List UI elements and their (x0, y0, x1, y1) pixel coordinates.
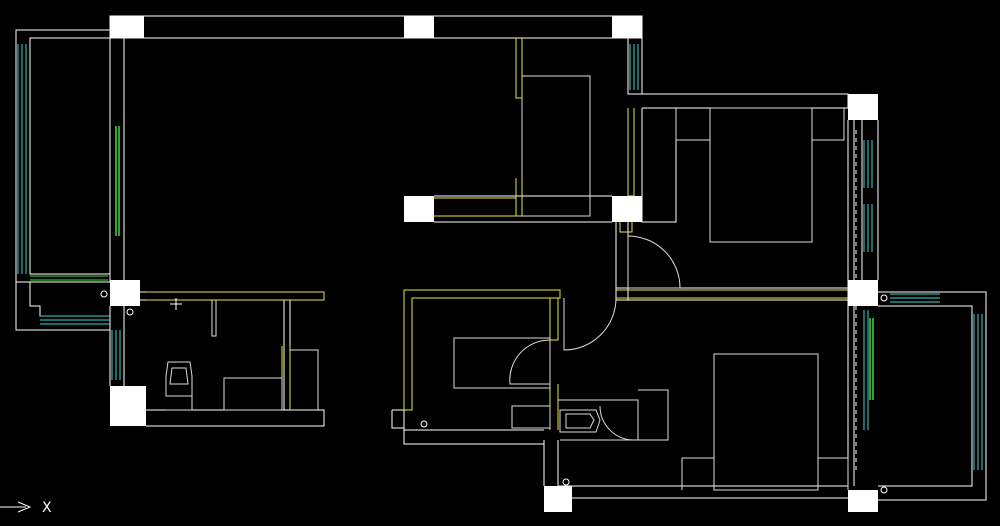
furniture (165, 75, 849, 491)
column-right-top (848, 94, 878, 120)
drain-right (880, 294, 888, 302)
closet-bottom-yellow (434, 197, 516, 217)
windows (17, 44, 983, 470)
closet-partition (515, 38, 523, 217)
corridor-yellow (616, 289, 848, 299)
balcony-window (973, 314, 983, 470)
bath-top-yellow (146, 291, 325, 301)
column-bath-bottom (110, 386, 146, 426)
bottom-wall-right (558, 485, 848, 499)
lower-toilet (559, 409, 601, 433)
kitchen-counter (453, 337, 551, 389)
left-window (17, 44, 27, 274)
right-wall (861, 120, 879, 280)
bed-1 (709, 107, 813, 243)
toilet (165, 361, 193, 397)
right-window-lower (863, 310, 869, 430)
bath-window (111, 330, 121, 380)
right-window-mid (863, 204, 873, 252)
column-closet-right (612, 196, 642, 222)
top-wall (109, 15, 643, 39)
bedroom2-radiator (869, 318, 874, 400)
top-right-window (629, 44, 639, 90)
ucs-x-axis-arrow (0, 501, 32, 513)
column-right-bottom (848, 490, 878, 512)
lower-bath-fixture (511, 405, 551, 429)
lower-bath-walls (558, 389, 669, 441)
drain-lower (562, 478, 570, 486)
bedroom1-left-yellow (627, 108, 635, 197)
bath-right-wall (283, 300, 291, 410)
ucs-icon (0, 501, 32, 513)
wardrobe (522, 75, 591, 217)
column-bottom-mid (544, 486, 572, 512)
toilet-tank (166, 395, 193, 411)
bedroom1-top-wall (628, 93, 849, 109)
bed-2-nightstands (681, 457, 849, 490)
outer-walls (15, 15, 987, 501)
vent-cross (170, 298, 182, 310)
column-top-right (612, 16, 642, 38)
lower-left-wall (391, 409, 544, 445)
closet-top (434, 195, 612, 223)
door-kitchen (563, 297, 617, 351)
corner-yellow (619, 222, 633, 233)
columns (110, 16, 878, 512)
partitions (146, 38, 848, 430)
bath-left-wall (109, 306, 125, 386)
drain-bath (126, 308, 134, 316)
drain-left (100, 290, 108, 298)
kitchen-right-yellow (549, 298, 559, 341)
bottom-wall-mid (543, 440, 559, 486)
ucs-x-axis-label: X (42, 500, 52, 516)
balcony-top-window (890, 293, 940, 303)
door-bedroom1 (627, 235, 681, 289)
drain-kitchen (420, 420, 428, 428)
column-closet-left (404, 196, 434, 222)
bedroom1-inner (641, 108, 677, 223)
living-radiator (115, 126, 120, 236)
right-balcony (878, 291, 987, 501)
right-window-upper (863, 140, 873, 188)
lower-door-yellow (549, 384, 559, 430)
drain-right-bottom (880, 486, 888, 494)
doors (509, 235, 681, 441)
bath-vanity (223, 377, 283, 411)
bath-shower (290, 349, 319, 410)
bath-div-yellow (281, 346, 291, 410)
bath-rod (211, 300, 217, 337)
door-kitchen-lower (509, 339, 551, 385)
left-lower-window (40, 315, 110, 325)
symbols (100, 290, 888, 494)
left-balcony-lower (15, 282, 111, 331)
column-top-left (110, 16, 144, 38)
kitchen-yellow (403, 289, 561, 411)
bed-2 (713, 353, 819, 491)
bed-1-nightstands (675, 108, 845, 141)
living-left-wall (109, 38, 125, 280)
column-right-mid (848, 280, 878, 306)
door-lower-bath (599, 405, 635, 441)
fixtures (115, 126, 874, 400)
column-top-mid (404, 16, 434, 38)
left-bottom-window (30, 275, 108, 281)
column-left-mid (110, 280, 140, 306)
left-balcony-outline (15, 29, 111, 283)
